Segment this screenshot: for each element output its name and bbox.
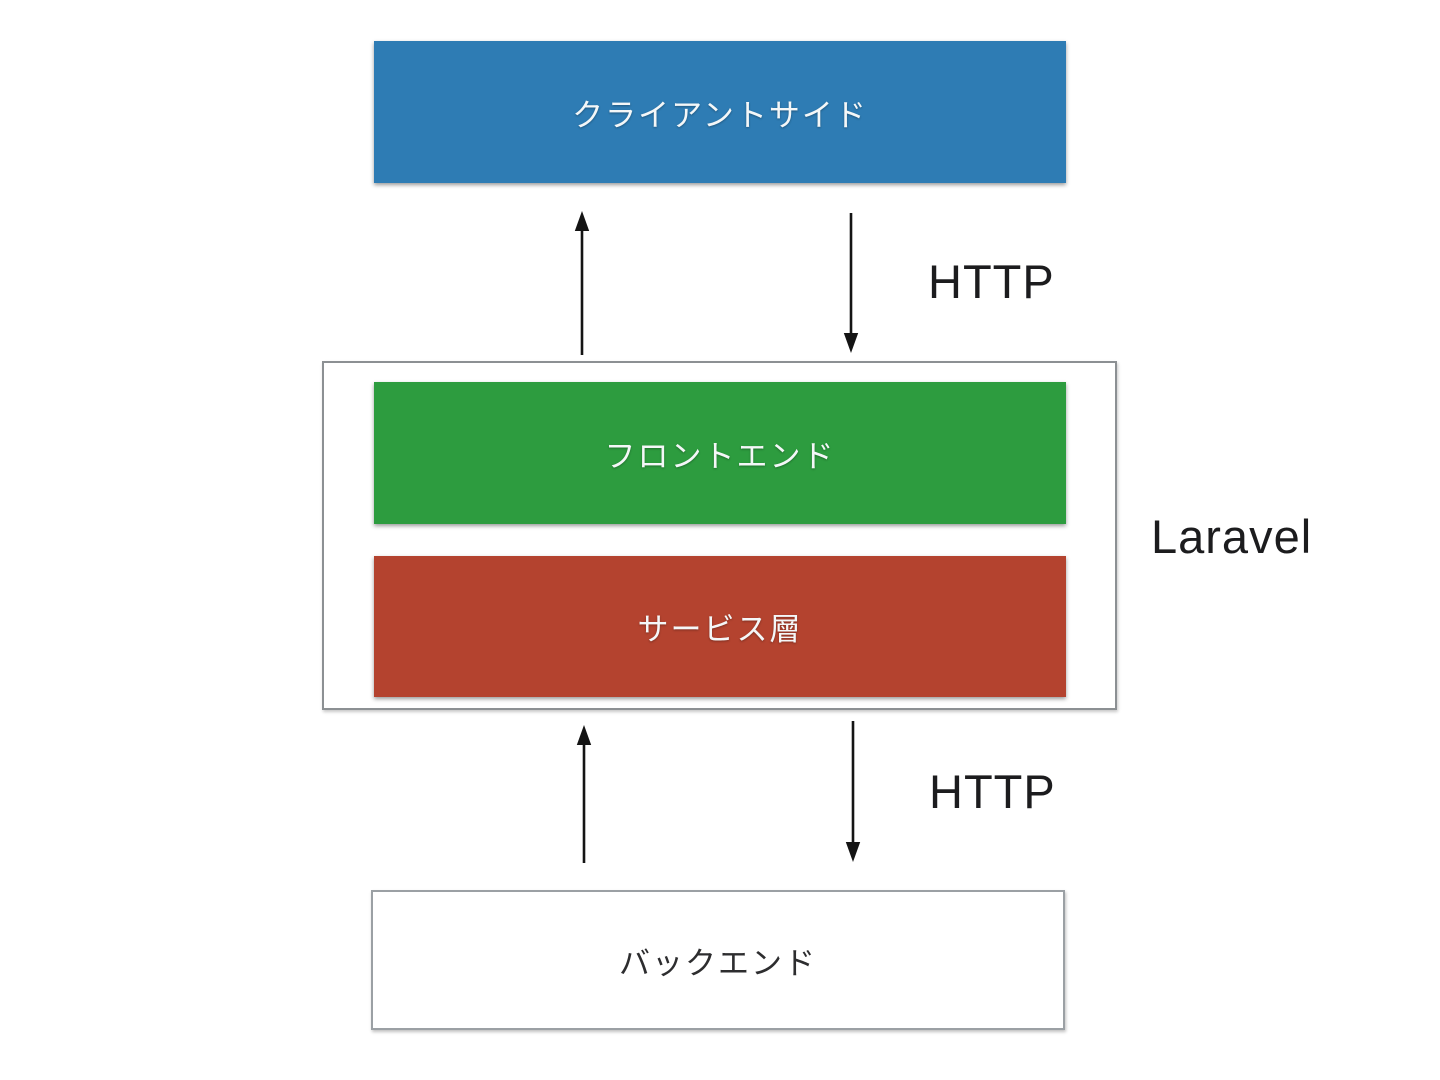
arrow-down-icon — [843, 213, 859, 353]
node-backend-label: バックエンド — [619, 945, 817, 981]
node-service-layer-label: サービス層 — [637, 612, 803, 647]
node-frontend-label: フロントエンド — [604, 438, 836, 474]
arrow-down-icon — [845, 721, 861, 862]
node-client-side-label: クライアントサイド — [572, 97, 868, 133]
http-label-top: HTTP — [928, 255, 1055, 308]
node-frontend: フロントエンド — [374, 382, 1066, 524]
http-label-bottom: HTTP — [929, 765, 1056, 818]
laravel-group-label: Laravel — [1151, 510, 1313, 563]
node-backend: バックエンド — [371, 890, 1065, 1030]
node-client-side: クライアントサイド — [374, 41, 1066, 183]
arrow-up-icon — [574, 211, 590, 355]
node-service-layer: サービス層 — [374, 556, 1066, 697]
arrow-up-icon — [576, 725, 592, 863]
